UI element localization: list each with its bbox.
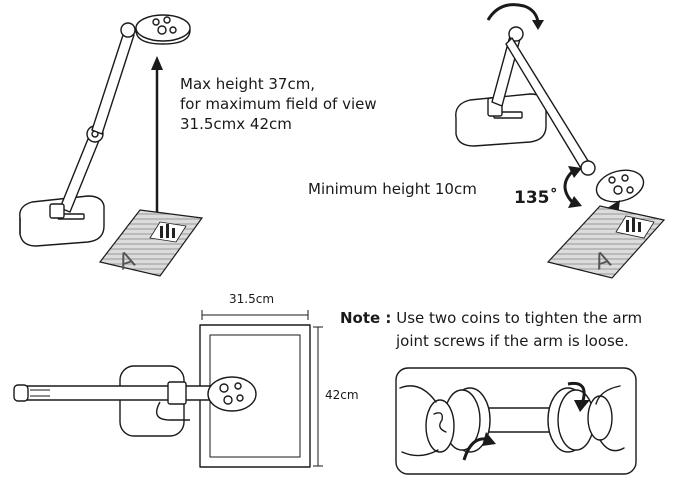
- note-line2: joint screws if the arm is loose.: [396, 332, 629, 350]
- head-joint: [580, 160, 596, 176]
- height-dimension-label: 42cm: [325, 388, 359, 402]
- top-view-camera: [13, 324, 311, 468]
- coin-rotate-arrows: [462, 381, 590, 461]
- note-block: Note : Use two coins to tighten the arm …: [340, 307, 642, 353]
- max-height-caption: Max height 37cm, for maximum field of vi…: [180, 74, 377, 134]
- camera-max-height: [19, 14, 191, 247]
- camera-min-height: [455, 26, 645, 203]
- min-height-caption: Minimum height 10cm: [308, 180, 477, 198]
- rotate-arrow-top: [486, 3, 544, 30]
- note-label: Note :: [340, 309, 392, 327]
- angle-label: 135˚: [514, 188, 558, 208]
- top-joint: [508, 26, 524, 42]
- top-joint: [120, 22, 136, 38]
- dimension-lines: [201, 310, 323, 467]
- max-height-line2: for maximum field of view: [180, 95, 377, 113]
- max-height-line3: 31.5cmx 42cm: [180, 115, 292, 133]
- max-height-arrow: [151, 56, 163, 230]
- note-line1: Use two coins to tighten the arm: [396, 309, 643, 327]
- coin-detail: [395, 367, 637, 475]
- width-dimension-label: 31.5cm: [229, 292, 275, 306]
- document-paper-right: [546, 205, 666, 279]
- document-paper-left: [98, 209, 204, 277]
- max-height-line1: Max height 37cm,: [180, 75, 316, 93]
- tilt-arrow: [563, 166, 582, 208]
